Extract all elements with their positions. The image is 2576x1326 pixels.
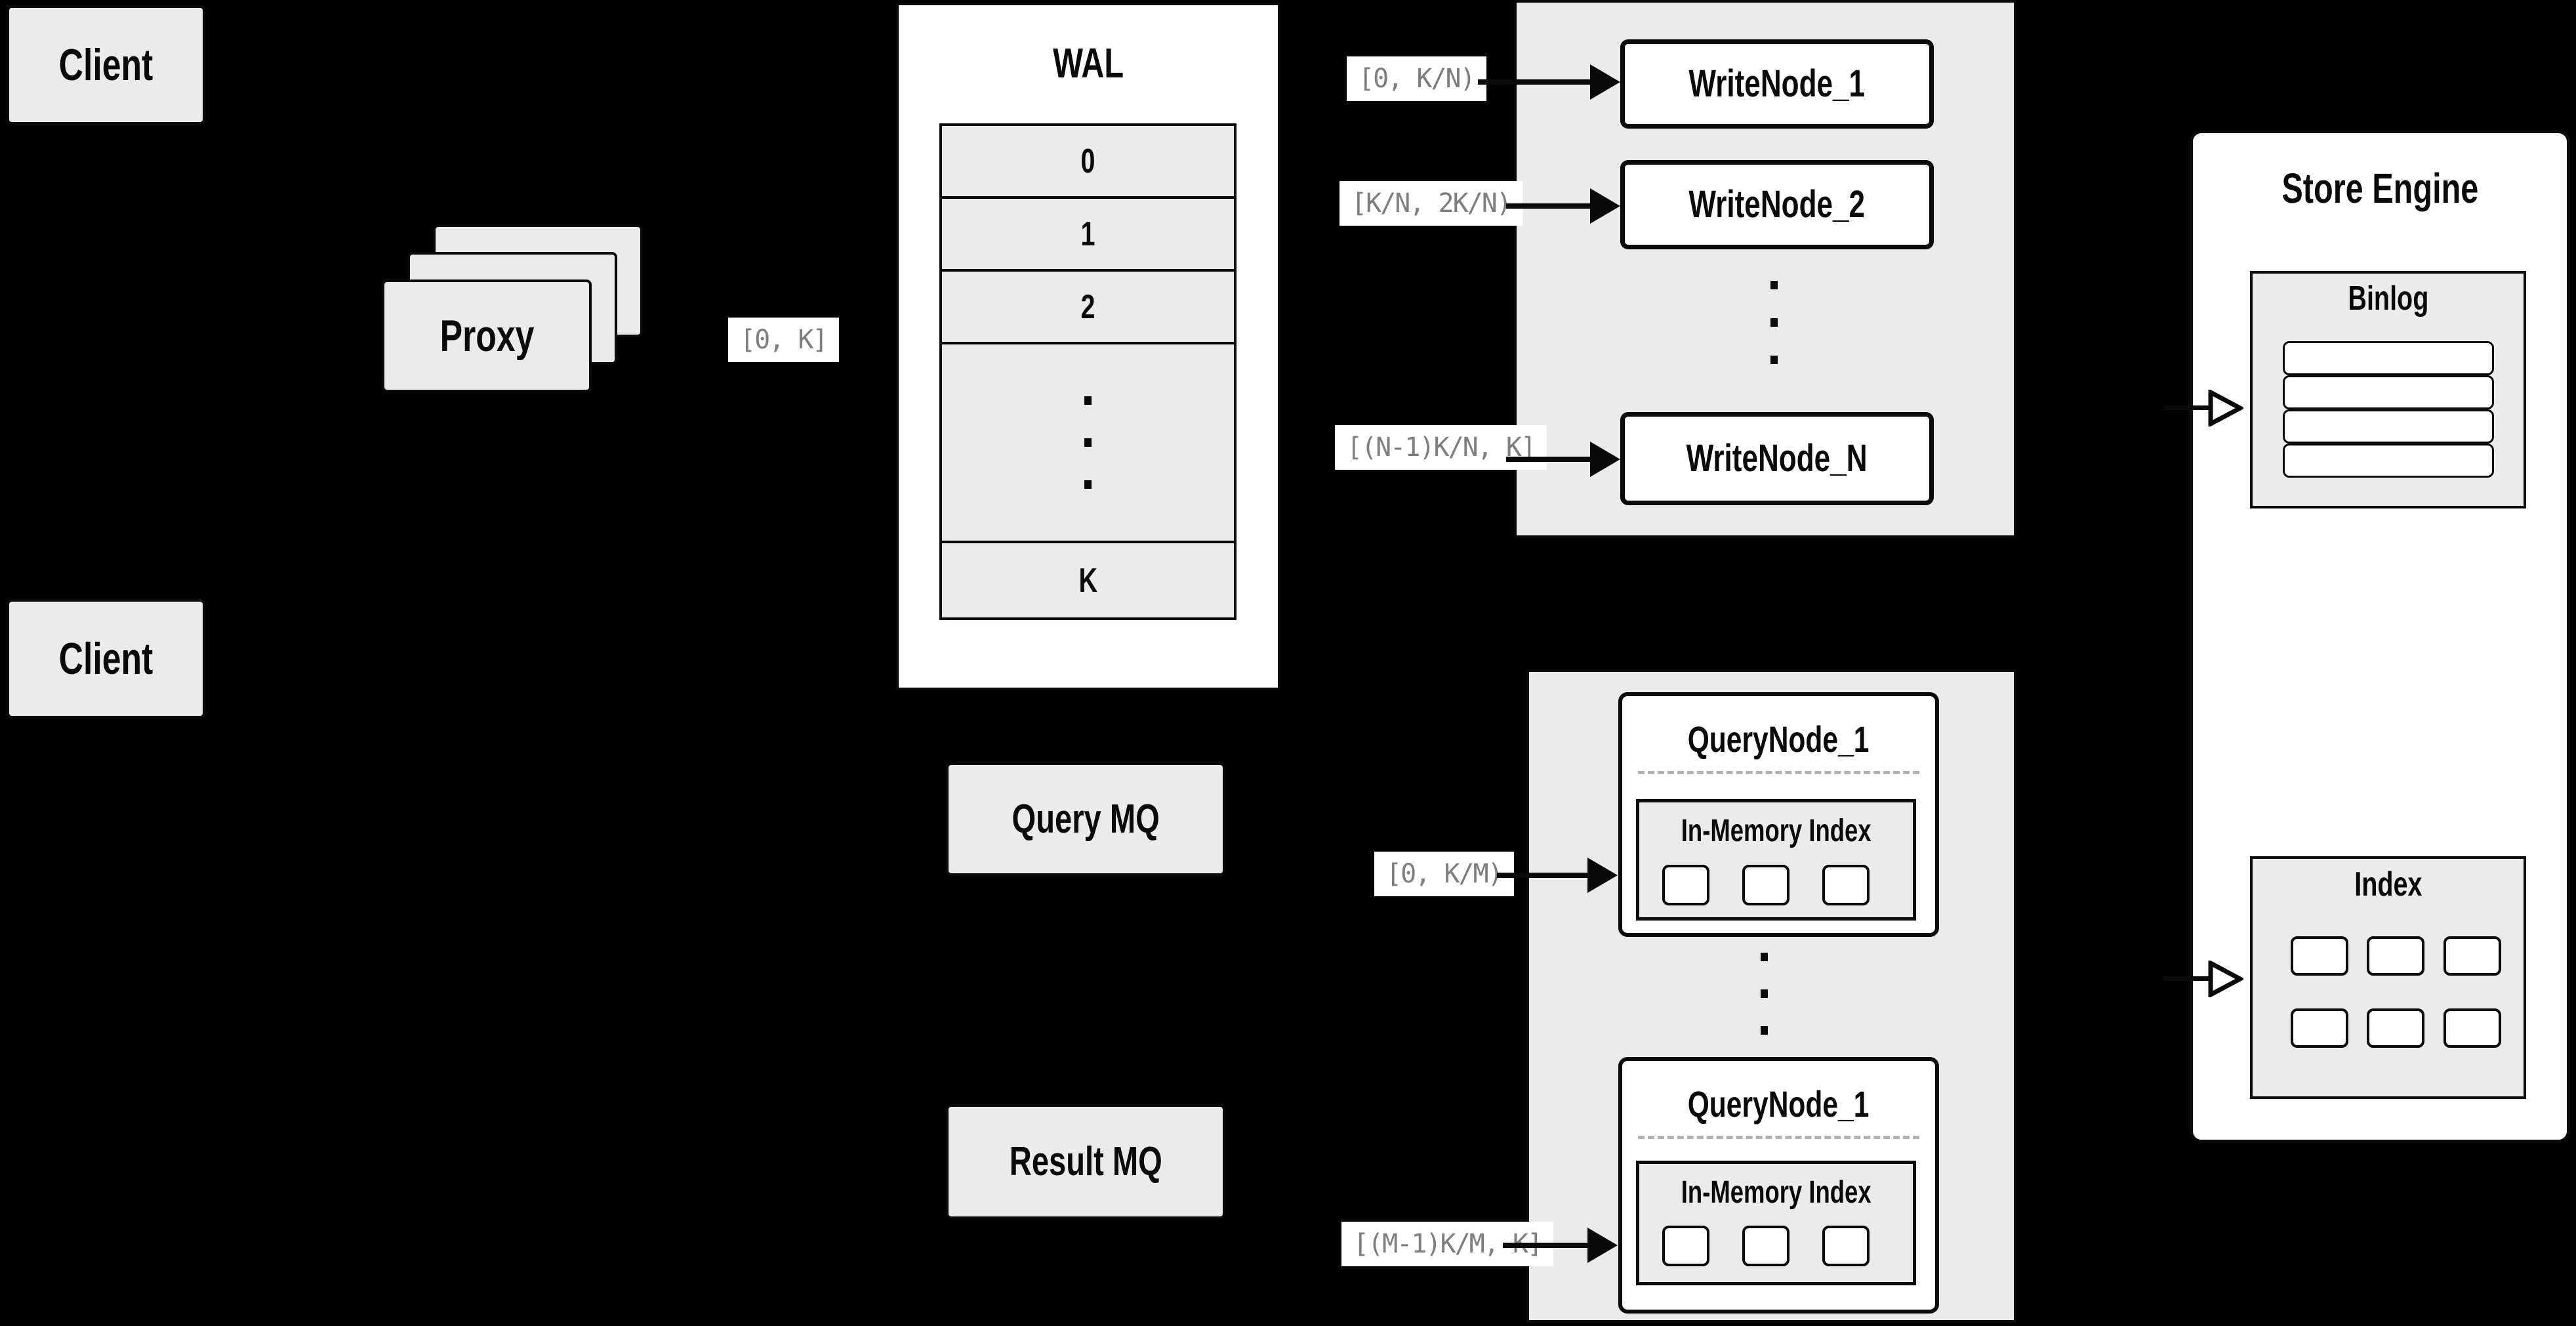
wal-table: 0 1 2 K [939,123,1237,620]
wal-row-k: K [1078,561,1097,600]
open-arrow-head-index [2208,961,2243,997]
wal-row-1: 1 [942,199,1234,272]
client-top-box: Client [7,5,205,125]
segment-cell [1822,1226,1870,1266]
arrow-line-query-m [1503,1243,1590,1248]
arrow-line-write-2 [1506,203,1593,209]
range-label-write-node-n: [(N-1)K/N, K] [1335,425,1547,470]
write-node-1-box: WriteNode_1 [1620,39,1934,129]
open-arrow-head-binlog [2208,390,2243,426]
client-bottom-label: Client [58,634,153,684]
in-memory-index-bottom-title: In-Memory Index [1681,1175,1871,1210]
wal-row-2: 2 [942,272,1234,344]
client-top-label: Client [58,40,153,90]
write-node-2-label: WriteNode_2 [1688,183,1866,226]
write-node-2-box: WriteNode_2 [1620,160,1934,249]
range-label-proxy-out: [0, K] [728,318,839,362]
arrow-head-query-1 [1587,858,1618,893]
wal-title: WAL [1052,39,1124,87]
arrow-head-write-2 [1590,188,1620,224]
query-mq-label: Query MQ [1012,796,1160,842]
query-mq-box: Query MQ [946,762,1225,876]
range-label-write-node-1: [0, K/N) [1347,56,1486,101]
result-mq-box: Result MQ [946,1104,1225,1219]
query-nodes-vertical-ellipsis [1761,953,1768,1035]
query-node-bottom-title: QueryNode_1 [1688,1083,1870,1125]
segment-cell [1822,865,1870,905]
binlog-row [2283,444,2494,478]
arrow-line-index [2163,976,2213,981]
segment-cell [1662,1226,1709,1266]
range-label-write-node-2: [K/N, 2K/N) [1339,181,1523,226]
proxy-label: Proxy [440,311,534,361]
query-node-bottom-divider [1638,1136,1919,1139]
index-cell [2443,1008,2501,1048]
query-node-top-divider [1638,771,1919,774]
arrow-head-write-1 [1590,64,1620,100]
arrow-line-binlog [2163,405,2213,410]
in-memory-index-top-title: In-Memory Index [1681,814,1871,848]
segment-cell [1662,865,1709,905]
query-node-top-title: QueryNode_1 [1688,718,1870,760]
write-nodes-vertical-ellipsis [1770,281,1778,364]
arrow-head-query-m [1587,1228,1618,1263]
index-cell [2367,936,2424,976]
index-cell [2443,936,2501,976]
index-box [2250,856,2526,1099]
arrow-head-write-n [1590,442,1620,477]
proxy-box-front: Proxy [382,280,592,392]
index-title: Index [2354,865,2423,903]
wal-row-0: 0 [942,126,1234,199]
arrow-line-query-1 [1497,873,1590,878]
write-node-n-label: WriteNode_N [1687,437,1868,480]
segment-cell [1742,865,1789,905]
segment-cell [1742,1226,1789,1266]
write-node-n-box: WriteNode_N [1620,412,1934,505]
client-bottom-box: Client [7,599,205,718]
write-node-1-label: WriteNode_1 [1688,62,1866,105]
index-cell [2367,1008,2424,1048]
store-engine-title: Store Engine [2281,165,2478,212]
range-label-query-node-1: [0, K/M) [1374,852,1514,896]
binlog-row [2283,341,2494,375]
index-cell [2291,936,2348,976]
vertical-ellipsis [1084,396,1092,489]
arrow-line-write-1 [1478,79,1593,85]
binlog-row [2283,409,2494,444]
index-cell [2291,1008,2348,1048]
wal-row-ellipsis [942,344,1234,543]
result-mq-label: Result MQ [1009,1138,1162,1184]
binlog-title: Binlog [2348,280,2428,318]
binlog-row [2283,375,2494,409]
arrow-line-write-n [1506,457,1593,462]
